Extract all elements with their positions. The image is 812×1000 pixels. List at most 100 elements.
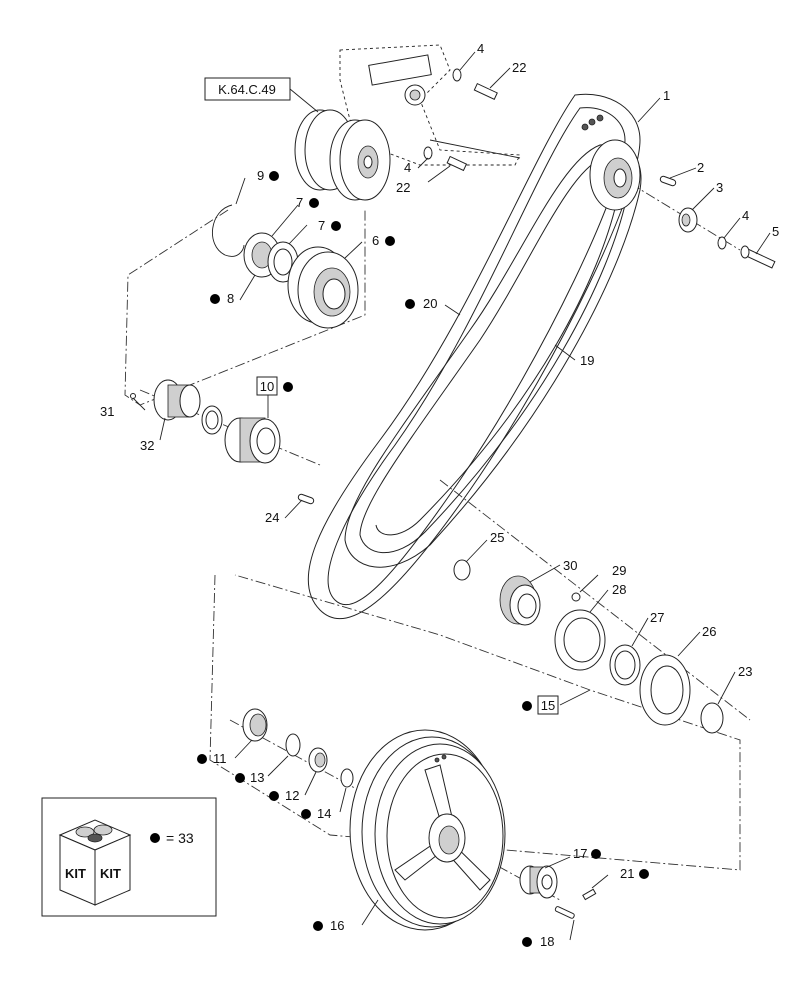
part-13-snap-ring[interactable]	[285, 733, 301, 757]
callout-15: 15	[541, 698, 555, 713]
callout-2[interactable]: 2	[697, 160, 704, 175]
callout-8[interactable]: 8	[227, 291, 234, 306]
callout-4-mid[interactable]: 4	[404, 160, 411, 175]
callout-1[interactable]: 1	[663, 88, 670, 103]
reference-label: K.64.C.49	[218, 82, 276, 97]
callout-30[interactable]: 30	[563, 558, 577, 573]
callout-31[interactable]: 31	[100, 404, 114, 419]
kit-dot-12	[269, 791, 279, 801]
part-4-washer-top[interactable]	[452, 68, 462, 82]
part-10-bearing-kit[interactable]	[224, 417, 281, 464]
kit-dot-21	[639, 869, 649, 879]
callout-9[interactable]: 9	[257, 168, 264, 183]
kit-dot-6	[385, 236, 395, 246]
callout-29[interactable]: 29	[612, 563, 626, 578]
part-32-hub[interactable]	[153, 379, 201, 421]
leader-lines	[132, 51, 771, 941]
part-3-washer[interactable]	[678, 207, 698, 233]
callout-14[interactable]: 14	[317, 806, 331, 821]
part-12-bushing[interactable]	[308, 747, 328, 773]
part-4-washer-mid[interactable]	[423, 146, 433, 160]
callout-10-box[interactable]	[256, 376, 278, 396]
part-9-snap-ring[interactable]	[211, 204, 245, 257]
callout-32[interactable]: 32	[140, 438, 154, 453]
callout-27[interactable]: 27	[650, 610, 664, 625]
kit-legend-dot	[150, 833, 160, 843]
part-14-ring[interactable]	[340, 768, 354, 788]
callout-7a[interactable]: 7	[296, 195, 303, 210]
part-25-snap-ring[interactable]	[453, 559, 471, 581]
part-31-pin[interactable]	[130, 393, 136, 399]
callout-13[interactable]: 13	[250, 770, 264, 785]
part-30-sprocket-bearing[interactable]	[499, 575, 541, 626]
part-16-large-pulley[interactable]	[349, 729, 506, 931]
part-6-clutch[interactable]	[287, 246, 359, 329]
callout-19[interactable]: 19	[580, 353, 594, 368]
kit-legend: KIT KIT = 33	[41, 797, 217, 917]
part-22-bolt-mid[interactable]	[446, 155, 468, 172]
callout-20[interactable]: 20	[423, 296, 437, 311]
tensioner-assembly	[294, 44, 521, 201]
axis-line-lower	[439, 479, 751, 721]
callout-4-right[interactable]: 4	[742, 208, 749, 223]
callout-22-mid[interactable]: 22	[396, 180, 410, 195]
kit-dot-7b	[331, 221, 341, 231]
part-17-hub[interactable]	[519, 865, 558, 899]
callout-24[interactable]: 24	[265, 510, 279, 525]
kit-dot-20	[405, 299, 415, 309]
part-11-bearing[interactable]	[242, 708, 268, 742]
kit-dot-13	[235, 773, 245, 783]
kit-dot-17	[591, 849, 601, 859]
kit-dot-9	[269, 171, 279, 181]
kit-dot-15	[522, 701, 532, 711]
part-26-disc[interactable]	[639, 654, 691, 726]
callout-15-box[interactable]	[537, 695, 559, 715]
kit-label-right: KIT	[100, 866, 121, 881]
callout-26[interactable]: 26	[702, 624, 716, 639]
part-23-snap-ring[interactable]	[700, 702, 724, 734]
group-outline-lower	[209, 574, 741, 871]
kit-dot-18	[522, 937, 532, 947]
part-2-key[interactable]	[659, 175, 677, 187]
callout-5[interactable]: 5	[772, 224, 779, 239]
kit-dot-8	[210, 294, 220, 304]
callout-16[interactable]: 16	[330, 918, 344, 933]
callout-4-top[interactable]: 4	[477, 41, 484, 56]
callout-7b[interactable]: 7	[318, 218, 325, 233]
callout-17[interactable]: 17	[573, 846, 587, 861]
kit-label-left: KIT	[65, 866, 86, 881]
kit-dot-16	[313, 921, 323, 931]
part-22-bolt-top[interactable]	[473, 82, 498, 100]
callout-10: 10	[260, 379, 274, 394]
callout-21[interactable]: 21	[620, 866, 634, 881]
callout-6[interactable]: 6	[372, 233, 379, 248]
kit-dot-11	[197, 754, 207, 764]
upper-pulley	[581, 114, 641, 211]
part-21-screw[interactable]	[582, 888, 597, 901]
callout-3[interactable]: 3	[716, 180, 723, 195]
group-outline-upper	[124, 209, 366, 406]
callout-labels: 1 2 3 4 5 4 22 4 22 19 20 9 7 7 6 8 31 3…	[100, 41, 779, 949]
kit-dot-14	[301, 809, 311, 819]
part-5-bolt[interactable]	[740, 245, 776, 269]
kit-dot-7a	[309, 198, 319, 208]
part-27-ring[interactable]	[609, 644, 641, 686]
callout-22-top[interactable]: 22	[512, 60, 526, 75]
kit-dot-10	[283, 382, 293, 392]
part-18-pin[interactable]	[554, 906, 575, 919]
part-ring-upper[interactable]	[201, 405, 223, 435]
callout-12[interactable]: 12	[285, 788, 299, 803]
callout-23[interactable]: 23	[738, 664, 752, 679]
callout-28[interactable]: 28	[612, 582, 626, 597]
callout-18[interactable]: 18	[540, 934, 554, 949]
part-24-key[interactable]	[297, 493, 315, 505]
part-28-plate[interactable]	[554, 609, 606, 671]
part-4-washer-right[interactable]	[717, 236, 727, 250]
kit-box-icon: KIT KIT	[58, 819, 132, 906]
kit-dots	[197, 171, 649, 947]
kit-legend-equals: = 33	[166, 830, 194, 846]
part-29-ball[interactable]	[571, 592, 581, 602]
callout-25[interactable]: 25	[490, 530, 504, 545]
callout-11[interactable]: 11	[213, 751, 227, 766]
